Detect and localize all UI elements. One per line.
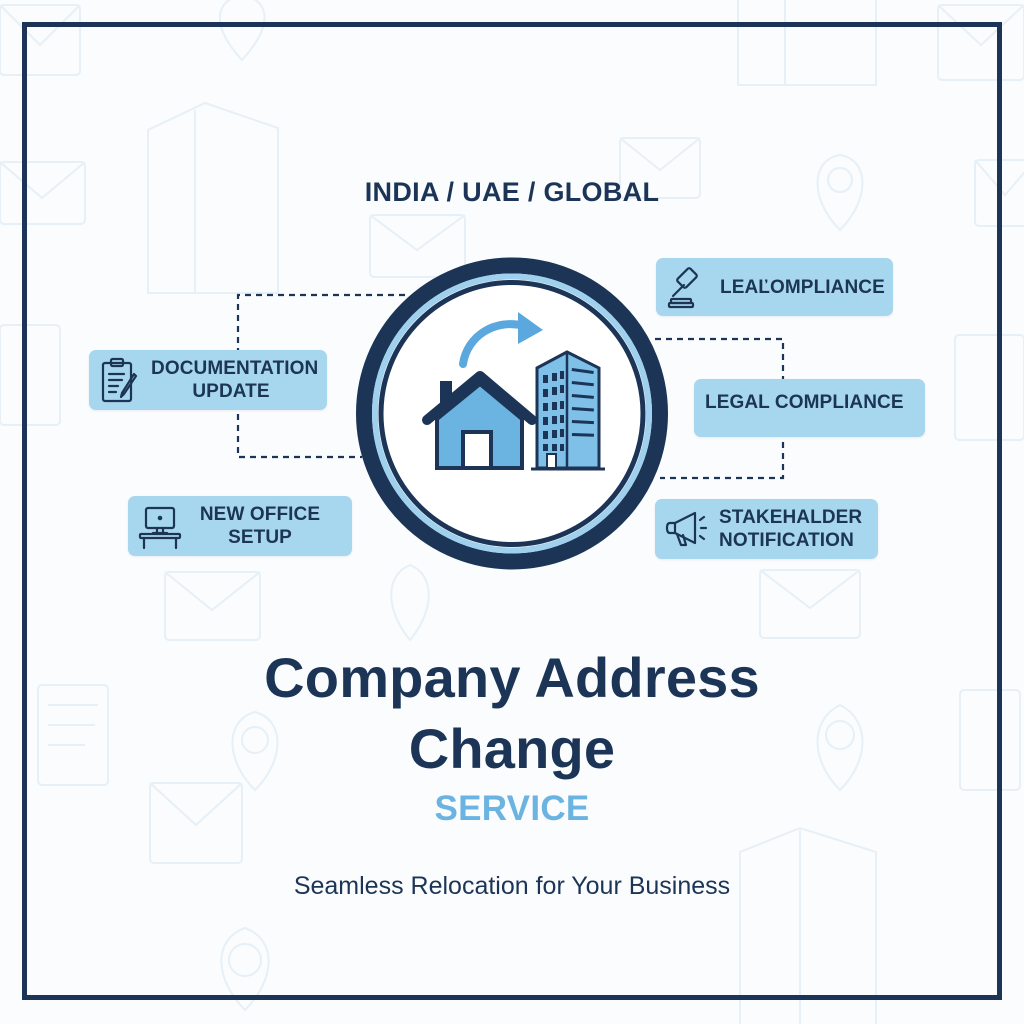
envelope-icon xyxy=(759,569,861,639)
map-pin-icon xyxy=(816,703,864,792)
envelope-icon xyxy=(149,782,243,864)
feature-label-line2: SETUP xyxy=(228,527,292,548)
office-building-icon xyxy=(531,350,605,471)
building-watermark-icon xyxy=(737,0,877,86)
document-watermark-icon xyxy=(0,324,61,426)
envelope-icon xyxy=(0,4,81,76)
feature-label-line2: UPDATE xyxy=(192,381,270,402)
feature-label: NEW OFFICE SETUP xyxy=(184,503,334,549)
building-watermark-icon xyxy=(739,826,877,1024)
feature-label-line1: DOCUMENTATION xyxy=(151,358,319,379)
envelope-icon xyxy=(369,214,466,278)
feature-label: LEGAL COMPLIANCE xyxy=(705,392,904,413)
envelope-icon xyxy=(164,571,261,641)
house-icon xyxy=(422,371,537,470)
feature-label: LEAĽOMPLIANCE xyxy=(720,276,885,298)
page-title-line2: Change xyxy=(408,717,616,780)
page-title-line1: Company Address xyxy=(264,646,760,709)
map-pin-icon xyxy=(816,153,864,232)
map-pin-icon xyxy=(390,563,430,642)
page-frame xyxy=(22,22,1002,1000)
center-relocation-graphic xyxy=(355,256,669,571)
tagline: Seamless Relocation for Your Business xyxy=(293,872,731,900)
feature-label-line2: NOTIFICATION xyxy=(719,530,854,551)
feature-label-line1: NEW OFFICE xyxy=(199,504,321,525)
envelope-icon xyxy=(974,159,1024,227)
document-watermark-icon xyxy=(959,689,1021,791)
feature-label: DOCUMENTATION UPDATE xyxy=(141,357,319,403)
clipboard-icon xyxy=(89,356,141,404)
feature-documentation-update: DOCUMENTATION UPDATE xyxy=(89,350,327,410)
arrow-icon xyxy=(459,312,543,368)
feature-legal-compliance: LEGAL COMPLIANCE xyxy=(694,379,925,437)
region-label: INDIA / UAE / GLOBAL xyxy=(364,177,660,207)
envelope-icon xyxy=(619,137,701,199)
map-pin-icon xyxy=(218,0,266,62)
feature-stakeholder-notification: STAKEHALDER NOTIFICATION xyxy=(655,499,878,559)
document-watermark-icon xyxy=(37,684,109,786)
feature-label-line1: STAKEHALDER xyxy=(719,507,863,528)
page-subtitle: SERVICE xyxy=(434,789,590,828)
feature-new-office-setup: NEW OFFICE SETUP xyxy=(128,496,352,556)
envelope-icon xyxy=(937,4,1024,81)
desk-computer-icon xyxy=(128,502,184,550)
feature-legal-compliance-gavel: LEAĽOMPLIANCE xyxy=(656,258,893,316)
gavel-icon xyxy=(656,265,716,309)
megaphone-icon xyxy=(655,507,713,551)
map-pin-icon xyxy=(220,926,270,1012)
feature-label: STAKEHALDER NOTIFICATION xyxy=(713,506,862,552)
envelope-icon xyxy=(0,161,86,225)
map-pin-icon xyxy=(231,710,279,792)
document-watermark-icon xyxy=(954,334,1024,441)
building-watermark-icon xyxy=(147,101,279,294)
